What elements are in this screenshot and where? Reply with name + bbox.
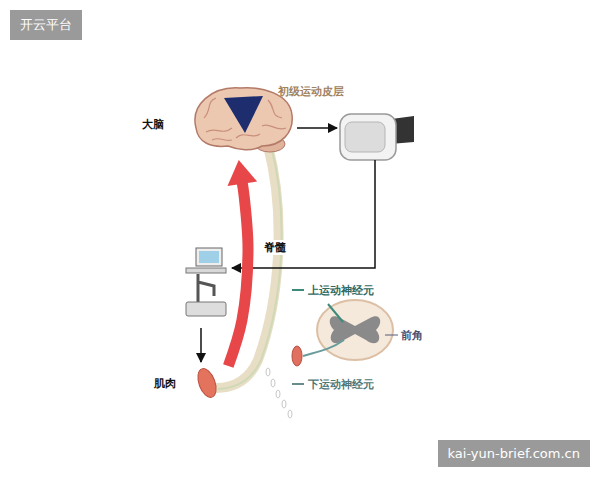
lower-neuron bbox=[303, 340, 344, 356]
headset bbox=[340, 114, 396, 160]
brain-node: 大脑 bbox=[138, 88, 293, 160]
part-label: 前角 bbox=[401, 328, 423, 343]
watermark: kai-yun-brief.com.cn bbox=[438, 440, 590, 467]
grey-matter bbox=[330, 316, 381, 343]
spinal-cord bbox=[216, 146, 279, 388]
feedback-arrow bbox=[227, 160, 257, 366]
device-arm bbox=[198, 274, 214, 302]
part-label: 下运动神经元 bbox=[308, 377, 374, 392]
arrow-head bbox=[227, 160, 257, 186]
small-muscle bbox=[292, 346, 302, 366]
monitor bbox=[196, 248, 222, 266]
brain bbox=[195, 88, 292, 150]
leader-line bbox=[292, 289, 304, 291]
signal-arrow bbox=[200, 328, 202, 362]
motor-cortex-marker bbox=[224, 96, 263, 133]
part-label: 脊髓 bbox=[262, 240, 288, 255]
node-label: 肌肉 bbox=[154, 376, 176, 391]
spinal-section bbox=[317, 300, 393, 360]
part-label: 上运动神经元 bbox=[308, 283, 374, 298]
upper-neuron bbox=[328, 304, 343, 322]
leader-line bbox=[385, 335, 398, 336]
arrow-shaft bbox=[228, 180, 248, 366]
part-label: 初级运动皮层 bbox=[278, 84, 344, 99]
headset-lens bbox=[345, 122, 385, 152]
signal-arrow bbox=[297, 127, 337, 129]
node-label: 大脑 bbox=[142, 117, 164, 132]
leader-line bbox=[292, 383, 304, 385]
watermark: 开云平台 bbox=[10, 10, 82, 40]
device-base bbox=[186, 302, 226, 316]
muscle-node: 肌肉 bbox=[150, 366, 240, 400]
nerve-dashes bbox=[266, 368, 292, 418]
muscle bbox=[194, 366, 219, 400]
desk bbox=[186, 268, 226, 273]
screen bbox=[199, 251, 219, 263]
